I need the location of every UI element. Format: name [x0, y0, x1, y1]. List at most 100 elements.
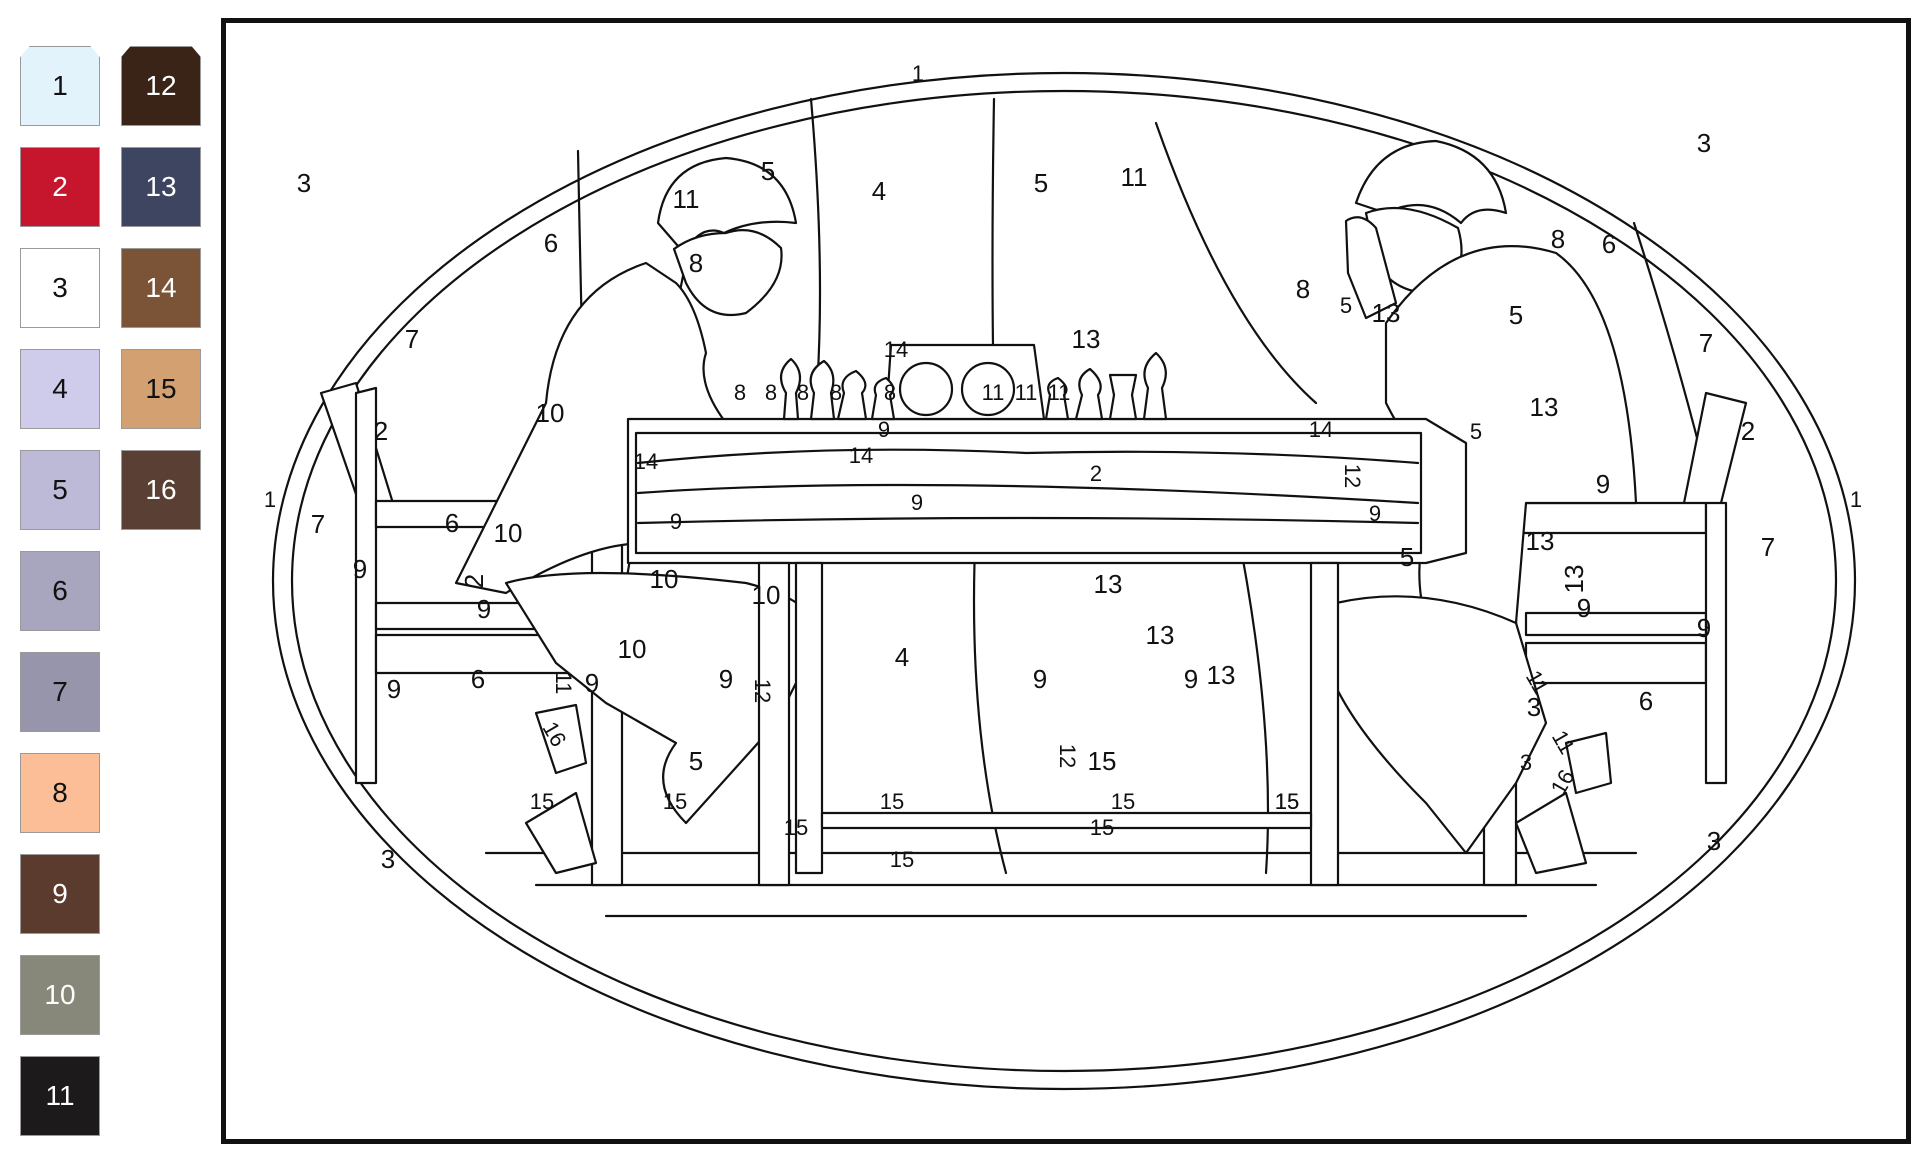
- region-number[interactable]: 1: [264, 487, 276, 512]
- region-number[interactable]: 15: [1088, 746, 1117, 776]
- region-number[interactable]: 6: [445, 508, 459, 538]
- color-swatch-16[interactable]: 16: [121, 450, 201, 530]
- table-leg[interactable]: [757, 561, 791, 887]
- region-number[interactable]: 3: [1527, 692, 1541, 722]
- right-player-hair[interactable]: [1354, 139, 1508, 225]
- table-drawer[interactable]: [634, 431, 1423, 555]
- region-number[interactable]: 5: [761, 156, 775, 186]
- region-number[interactable]: 13: [1530, 392, 1559, 422]
- region-number[interactable]: 3: [297, 168, 311, 198]
- region-number[interactable]: 5: [1509, 300, 1523, 330]
- region-number[interactable]: 15: [663, 789, 687, 814]
- right-chair-post[interactable]: [1704, 501, 1728, 785]
- region-number[interactable]: 5: [1034, 168, 1048, 198]
- region-number[interactable]: 15: [880, 789, 904, 814]
- region-number[interactable]: 13: [1072, 324, 1101, 354]
- region-number[interactable]: 9: [585, 668, 599, 698]
- region-number[interactable]: 2: [1090, 461, 1102, 486]
- region-number[interactable]: 11: [982, 380, 1005, 405]
- region-number[interactable]: 7: [1699, 328, 1713, 358]
- region-number[interactable]: 9: [1697, 613, 1711, 643]
- region-number[interactable]: 8: [1551, 224, 1565, 254]
- region-number[interactable]: 8: [830, 380, 842, 405]
- chess-piece[interactable]: [1074, 367, 1104, 421]
- color-swatch-7[interactable]: 7: [20, 652, 100, 732]
- chess-piece[interactable]: [1044, 376, 1070, 421]
- region-number[interactable]: 9: [353, 554, 367, 584]
- region-number[interactable]: 8: [797, 380, 809, 405]
- region-number[interactable]: 13: [1094, 569, 1123, 599]
- region-number[interactable]: 4: [872, 176, 886, 206]
- color-swatch-5[interactable]: 5: [20, 450, 100, 530]
- region-number[interactable]: 10: [494, 518, 523, 548]
- region-number[interactable]: 9: [477, 594, 491, 624]
- color-swatch-9[interactable]: 9: [20, 854, 100, 934]
- region-number[interactable]: 12: [1340, 464, 1365, 488]
- left-player-shoe[interactable]: [534, 703, 588, 775]
- region-number[interactable]: 15: [890, 847, 914, 872]
- region-number[interactable]: 1: [912, 61, 924, 86]
- region-number[interactable]: 15: [1275, 789, 1299, 814]
- region-number[interactable]: 11: [1015, 380, 1038, 405]
- region-number[interactable]: 11: [1048, 380, 1071, 405]
- region-number[interactable]: 2: [1741, 416, 1755, 446]
- color-swatch-13[interactable]: 13: [121, 147, 201, 227]
- chess-piece[interactable]: [836, 369, 868, 421]
- region-number[interactable]: 8: [689, 248, 703, 278]
- region-number[interactable]: 3: [1520, 750, 1532, 775]
- clock-face-right[interactable]: [960, 361, 1016, 417]
- region-number[interactable]: 6: [1639, 686, 1653, 716]
- region-number[interactable]: 13: [1372, 298, 1401, 328]
- region-number[interactable]: 9: [387, 674, 401, 704]
- region-number[interactable]: 3: [1697, 128, 1711, 158]
- region-number[interactable]: 15: [1090, 815, 1114, 840]
- region-number[interactable]: 5: [689, 746, 703, 776]
- region-number[interactable]: 14: [634, 449, 658, 474]
- region-number[interactable]: 3: [1707, 826, 1721, 856]
- region-number[interactable]: 13: [1559, 565, 1589, 594]
- region-number[interactable]: 9: [1596, 469, 1610, 499]
- color-swatch-10[interactable]: 10: [20, 955, 100, 1035]
- left-player-hair[interactable]: [656, 156, 798, 255]
- chess-piece[interactable]: [870, 376, 896, 421]
- color-swatch-15[interactable]: 15: [121, 349, 201, 429]
- right-player-shoe[interactable]: [1564, 731, 1613, 795]
- region-number[interactable]: 15: [530, 789, 554, 814]
- region-number[interactable]: 9: [1577, 593, 1591, 623]
- region-number[interactable]: 6: [471, 664, 485, 694]
- region-number[interactable]: 9: [1184, 664, 1198, 694]
- region-number[interactable]: 8: [734, 380, 746, 405]
- region-number[interactable]: 6: [544, 228, 558, 258]
- color-swatch-12[interactable]: 12: [121, 46, 201, 126]
- region-number[interactable]: 4: [895, 642, 909, 672]
- region-number[interactable]: 5: [1340, 293, 1352, 318]
- color-swatch-2[interactable]: 2: [20, 147, 100, 227]
- right-player-trousers[interactable]: [1324, 595, 1548, 855]
- clock-face-left[interactable]: [898, 361, 954, 417]
- region-number[interactable]: 11: [551, 672, 576, 695]
- region-number[interactable]: 8: [765, 380, 777, 405]
- region-number[interactable]: 11: [1121, 162, 1148, 192]
- region-number[interactable]: 15: [1275, 789, 1299, 814]
- region-number[interactable]: 12: [1055, 744, 1080, 768]
- region-number[interactable]: 9: [911, 490, 923, 515]
- right-chair-rail[interactable]: [1524, 641, 1708, 685]
- region-number[interactable]: 13: [1146, 620, 1175, 650]
- region-number[interactable]: 13: [1526, 526, 1555, 556]
- color-swatch-11[interactable]: 11: [20, 1056, 100, 1136]
- color-swatch-14[interactable]: 14: [121, 248, 201, 328]
- region-number[interactable]: 5: [1470, 419, 1482, 444]
- region-number[interactable]: 7: [311, 509, 325, 539]
- region-number[interactable]: 3: [381, 844, 395, 874]
- region-number[interactable]: 7: [1761, 532, 1775, 562]
- color-swatch-1[interactable]: 1: [20, 46, 100, 126]
- color-swatch-3[interactable]: 3: [20, 248, 100, 328]
- region-number[interactable]: 10: [536, 398, 565, 428]
- region-number[interactable]: 15: [784, 815, 808, 840]
- region-number[interactable]: 9: [878, 417, 890, 442]
- chess-piece[interactable]: [1108, 373, 1138, 421]
- region-number[interactable]: 10: [618, 634, 647, 664]
- inner-ellipse[interactable]: [290, 89, 1838, 1073]
- region-number[interactable]: 8: [1296, 274, 1310, 304]
